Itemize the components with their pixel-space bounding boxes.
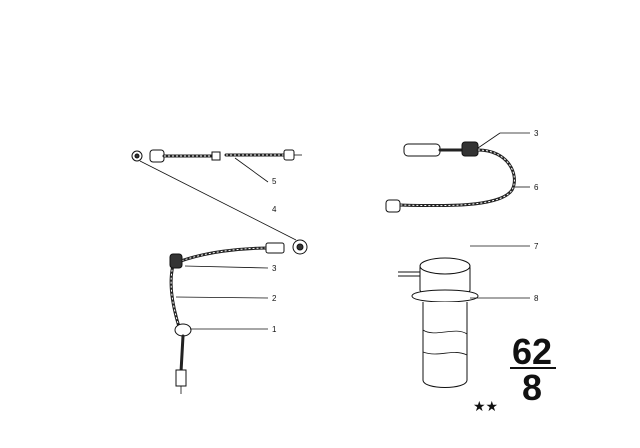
cable-nut-part (131, 150, 143, 162)
callout-8: 8 (534, 294, 539, 303)
leader-lines (139, 132, 530, 330)
callout-4: 4 (272, 205, 277, 214)
callout-5: 5 (272, 177, 277, 186)
callout-6: 6 (534, 183, 539, 192)
star-marks: ★★ (473, 399, 498, 415)
cable-assembly-right (385, 141, 516, 213)
cable-piece-upper-left (149, 149, 221, 163)
callout-7: 7 (534, 242, 539, 251)
callout-3-left: 3 (272, 264, 277, 273)
cable-nut-part-4 (292, 239, 308, 255)
group-number-bottom: 8 (522, 367, 542, 408)
callout-1: 1 (272, 325, 277, 334)
canister-part (398, 257, 479, 388)
callout-3-right: 3 (534, 129, 539, 138)
speedometer-cable-assembly (169, 242, 285, 394)
cable-piece-5 (224, 149, 302, 161)
callout-2: 2 (272, 294, 277, 303)
group-number-top: 62 (512, 331, 552, 372)
